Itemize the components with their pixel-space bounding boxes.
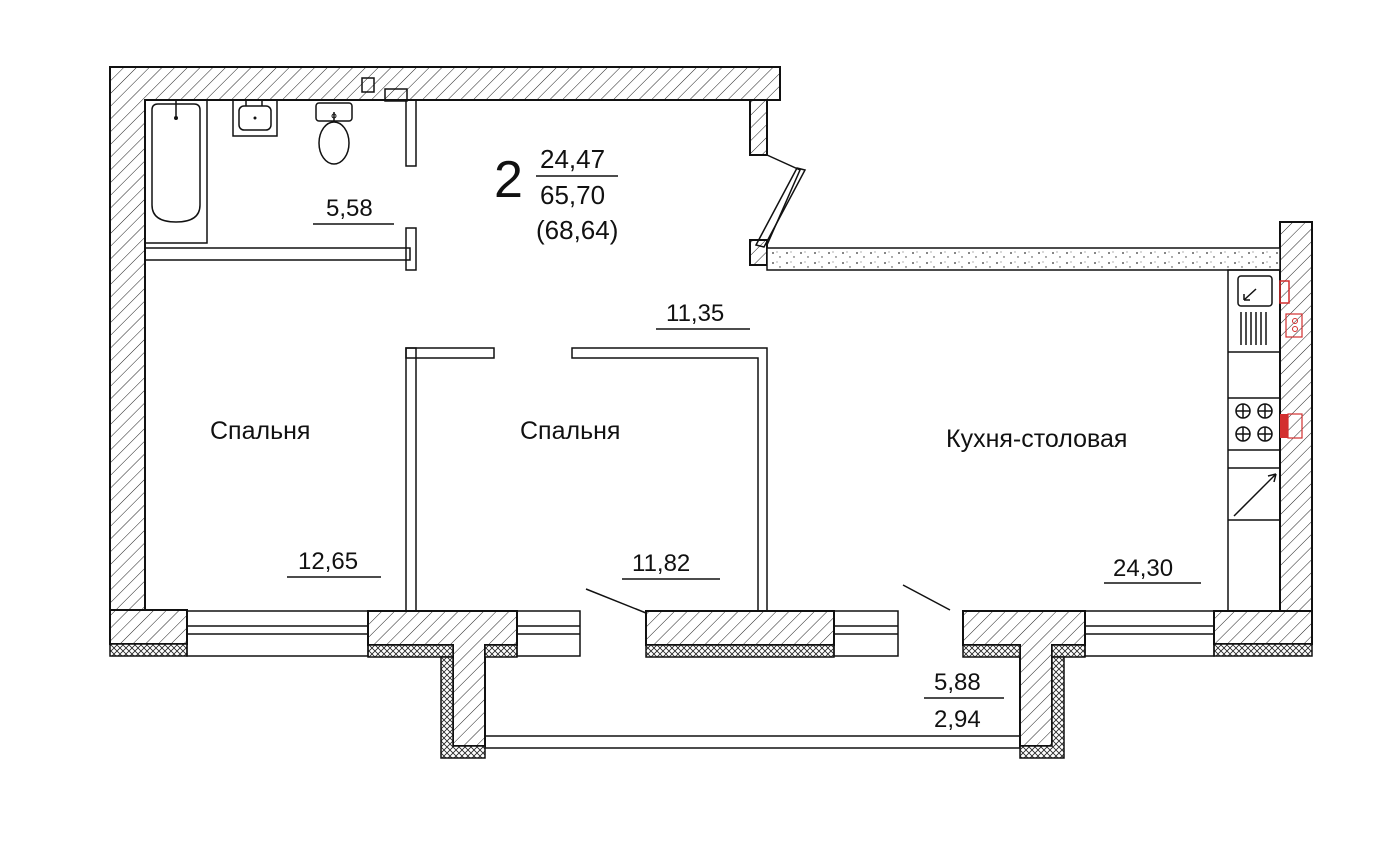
- partition-bathroom-vertical-top: [405, 99, 417, 167]
- kitchen-fixtures: [1227, 269, 1303, 612]
- bedroom1-area: 12,65: [298, 548, 358, 575]
- entrance-door-leaf: [754, 167, 807, 248]
- foundation-right: [1213, 643, 1313, 657]
- hall-area: 11,35: [666, 300, 724, 327]
- drainboard-icon: [1240, 312, 1267, 345]
- foundation-pier-left-a: [367, 644, 454, 658]
- partition-bedroom2: [571, 347, 768, 612]
- windows: [186, 584, 1215, 749]
- gas-riser-icon: [1279, 280, 1290, 304]
- foundation-pier-right-c: [1019, 656, 1065, 759]
- kitchen-area: 24,30: [1113, 555, 1173, 582]
- total-area-with-balcony: (68,64): [536, 215, 618, 245]
- rooms-count: 2: [494, 151, 523, 209]
- window-bedroom1: [186, 610, 369, 657]
- foundation-pier-right-a: [962, 644, 1021, 658]
- foundation-pier-left-b: [484, 644, 518, 658]
- toilet-icon: [315, 102, 353, 165]
- total-area: 65,70: [540, 180, 605, 210]
- pier-right: [962, 610, 1086, 747]
- vent-small: [361, 77, 375, 93]
- door-leaf-kitchen: [902, 584, 951, 611]
- kitchen-sink-icon: [1237, 275, 1273, 307]
- kitchen-counter: [1227, 269, 1281, 612]
- bedroom1-label: Спальня: [210, 417, 310, 445]
- stove-burners-icon: [1235, 403, 1273, 442]
- balcony-area-bottom: 2,94: [934, 706, 981, 733]
- wall-entrance-pillar: [749, 99, 768, 156]
- apartment-summary: 2 24,47 65,70 (68,64): [494, 144, 618, 245]
- partitions: [144, 77, 807, 612]
- foundation-pier-right-b: [1051, 644, 1086, 658]
- bedroom2-area: 11,82: [632, 550, 690, 577]
- wall-entrance-stub: [749, 239, 768, 266]
- bedroom2-label: Спальня: [520, 417, 620, 445]
- wall-right-bottom: [1213, 610, 1313, 645]
- walls: [109, 66, 1313, 759]
- partition-bathroom-horizontal: [144, 247, 411, 261]
- vent-shaft: [384, 88, 408, 102]
- wall-kitchen-top: [766, 247, 1281, 271]
- foundation-left: [109, 643, 188, 657]
- bathroom-fixtures: [144, 99, 353, 244]
- window-bedroom2-left: [516, 610, 581, 657]
- kitchen-label: Кухня-столовая: [946, 425, 1127, 453]
- balcony-area-top: 5,88: [934, 669, 981, 696]
- wall-left-bottom: [109, 609, 188, 645]
- sink-icon: [232, 99, 278, 137]
- wall-top: [109, 66, 781, 611]
- dishwasher-icon: [1233, 473, 1277, 517]
- window-kitchen: [1084, 610, 1215, 657]
- room-labels: 5,58 11,35 Спальня 12,65 Спальня 11,82 К…: [210, 195, 1201, 733]
- bathtub-icon: [144, 99, 208, 244]
- door-leaf-bedroom2: [585, 588, 647, 614]
- bathroom-area: 5,58: [326, 195, 373, 222]
- balcony-rail: [484, 735, 1021, 749]
- window-kitchen-left: [833, 610, 899, 657]
- partition-bedroom1-top: [405, 347, 495, 359]
- pier-middle: [645, 610, 835, 646]
- socket-icon: [1285, 313, 1303, 338]
- partition-bedroom1-side: [405, 347, 417, 612]
- radiator-icon: [1280, 414, 1288, 438]
- partition-bathroom-vertical-bottom: [405, 227, 417, 271]
- living-area: 24,47: [540, 144, 605, 174]
- foundation-pier-middle: [645, 644, 835, 658]
